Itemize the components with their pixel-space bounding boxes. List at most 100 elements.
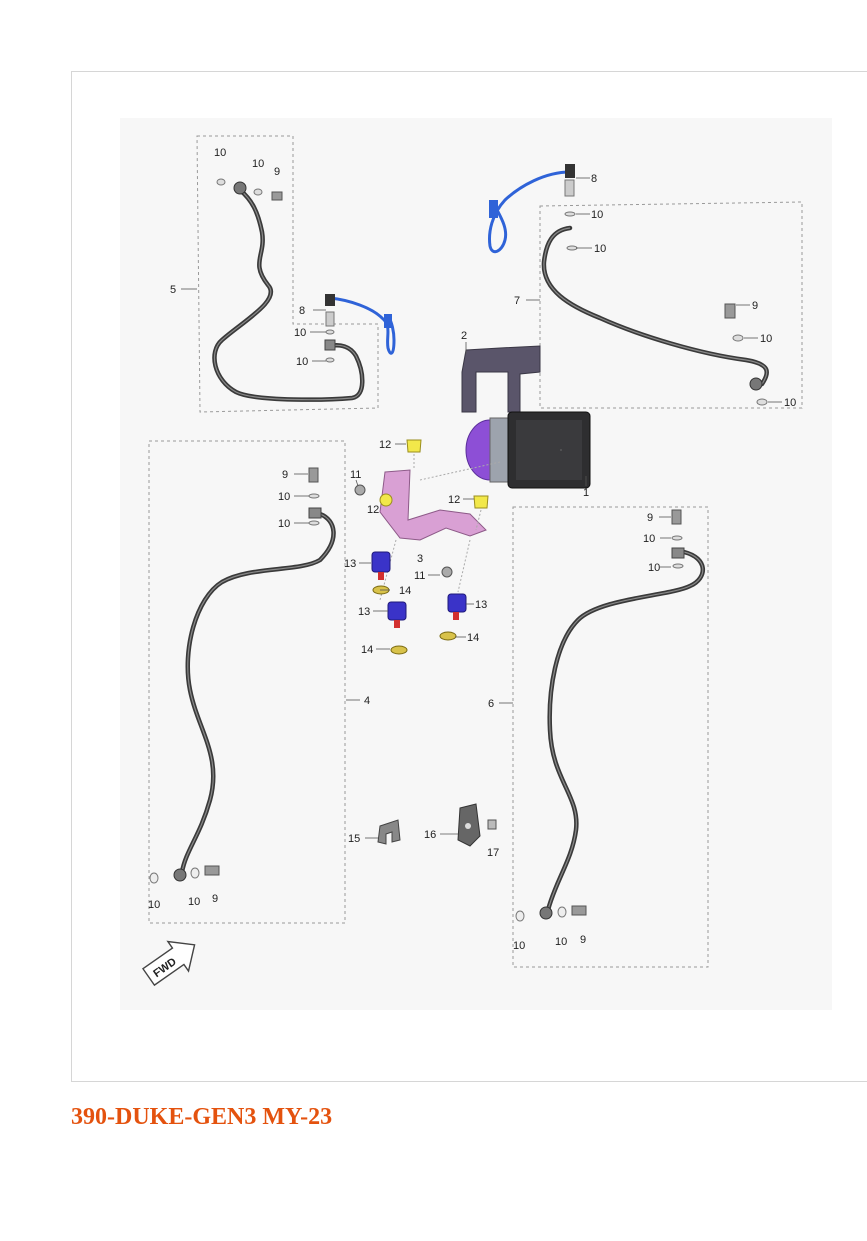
washer-icon: [557, 906, 567, 918]
callout-8: 8: [299, 305, 305, 317]
banjo-bolt-icon: [308, 467, 319, 483]
callout-9: 9: [752, 300, 758, 312]
fwd-arrow-icon: FWD: [141, 940, 196, 987]
group-box-4: [148, 440, 346, 924]
callout-14: 14: [399, 585, 411, 597]
callout-11: 11: [414, 570, 425, 582]
banjo-bolt-icon: [204, 865, 220, 876]
clip-icon: [473, 495, 489, 509]
callout-12: 12: [379, 439, 391, 451]
brake-line-4: [173, 511, 336, 882]
fasteners-center: [354, 439, 501, 601]
fittings-4: [149, 467, 322, 884]
group-box-6: [512, 506, 709, 968]
fittings-7: [564, 211, 768, 406]
washer-icon: [566, 245, 578, 251]
callout-12: 12: [448, 494, 460, 506]
bracket-3: [379, 469, 487, 541]
washer-icon: [756, 398, 768, 406]
group-box-7: [539, 201, 803, 409]
washer-icon: [149, 872, 159, 884]
callout-10: 10: [214, 147, 226, 159]
callout-13: 13: [344, 558, 356, 570]
fitting-icon: [325, 311, 335, 327]
bolt-icon: [354, 484, 366, 496]
callout-9: 9: [212, 893, 218, 905]
nut-icon: [439, 631, 457, 641]
callout-10: 10: [296, 356, 308, 368]
clip-icon: [406, 439, 422, 453]
callout-10: 10: [760, 333, 772, 345]
callout-13: 13: [358, 606, 370, 618]
callout-10: 10: [278, 518, 290, 530]
washer-icon: [216, 178, 226, 186]
banjo-bolt-icon: [671, 509, 682, 525]
callout-labels: 1 2 3 4 5 6 7 10 10 9 8 10 10 8 10 10 9 …: [148, 147, 796, 952]
callout-9: 9: [580, 934, 586, 946]
rubber-mount-icon: [387, 601, 407, 621]
callout-10: 10: [643, 533, 655, 545]
callout-10: 10: [252, 158, 264, 170]
washer-icon: [308, 493, 320, 499]
clamp-15: [377, 819, 401, 845]
callout-2: 2: [461, 330, 467, 342]
fittings-5: [216, 178, 335, 363]
brake-line-7: [541, 225, 770, 391]
callout-14: 14: [467, 632, 479, 644]
banjo-bolt-icon: [724, 303, 736, 319]
callout-14: 14: [361, 644, 373, 656]
washer-icon: [325, 357, 335, 363]
sensor-cable-7: [488, 164, 575, 254]
sensor-cable-5: [325, 294, 396, 355]
callout-9: 9: [274, 166, 280, 178]
callout-10: 10: [648, 562, 660, 574]
washer-icon: [308, 520, 320, 526]
abs-unit-1: [465, 411, 591, 489]
washer-icon: [732, 334, 744, 342]
banjo-bolt-icon: [271, 191, 283, 201]
washer-icon: [672, 563, 684, 569]
washer-icon: [515, 910, 525, 922]
brake-line-6: [539, 549, 706, 920]
callout-12: 12: [367, 504, 379, 516]
callout-5: 5: [170, 284, 176, 296]
drawing-area: [120, 118, 832, 1010]
washer-icon: [253, 188, 263, 196]
rubber-mounts: [371, 551, 467, 655]
callout-10: 10: [148, 899, 160, 911]
nut-17: [487, 819, 497, 830]
callout-13: 13: [475, 599, 487, 611]
callout-10: 10: [294, 327, 306, 339]
callout-16: 16: [424, 829, 436, 841]
callout-10: 10: [555, 936, 567, 948]
callout-10: 10: [784, 397, 796, 409]
callout-9: 9: [647, 512, 653, 524]
fittings-6: [515, 509, 685, 922]
rubber-mount-icon: [447, 593, 467, 613]
model-caption: 390-DUKE-GEN3 MY-23: [71, 1104, 333, 1130]
callout-6: 6: [488, 698, 494, 710]
callout-17: 17: [487, 847, 499, 859]
holder-16: [457, 803, 481, 847]
callout-10: 10: [278, 491, 290, 503]
callout-1: 1: [583, 487, 589, 499]
washer-icon: [671, 535, 683, 541]
callout-11: 11: [350, 469, 361, 481]
bolt-icon: [441, 566, 453, 578]
callout-10: 10: [591, 209, 603, 221]
brake-line-5: [212, 181, 365, 402]
callout-10: 10: [513, 940, 525, 952]
bracket-2: [461, 345, 541, 413]
nut-icon: [390, 645, 408, 655]
group-box-5: [196, 135, 379, 413]
callout-10: 10: [594, 243, 606, 255]
callout-8: 8: [591, 173, 597, 185]
washer-icon: [190, 867, 200, 879]
callout-10: 10: [188, 896, 200, 908]
washer-icon: [564, 211, 576, 217]
callout-4: 4: [364, 695, 370, 707]
callout-7: 7: [514, 295, 520, 307]
rubber-mount-icon: [371, 551, 391, 573]
callout-15: 15: [348, 833, 360, 845]
